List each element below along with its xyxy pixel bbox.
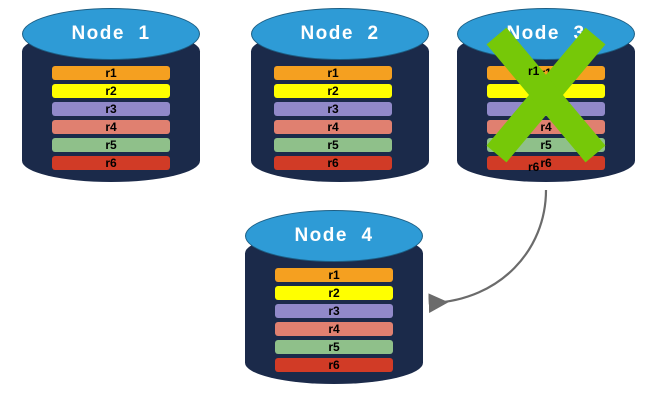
node-4-record-r1[interactable]: r1 <box>275 268 393 282</box>
record-label: r5 <box>327 138 339 152</box>
node-2-title: Node 2 <box>300 23 380 44</box>
node-2-record-r2[interactable]: r2 <box>274 84 392 98</box>
node-1-record-r2[interactable]: r2 <box>52 84 170 98</box>
record-label: r6 <box>105 156 117 170</box>
record-label: r4 <box>327 120 339 134</box>
node-4-record-r3[interactable]: r3 <box>275 304 393 318</box>
node-4-record-r6[interactable]: r6 <box>275 358 393 372</box>
record-label: r3 <box>327 102 339 116</box>
record-label: r3 <box>328 304 340 318</box>
record-label: r5 <box>328 340 340 354</box>
record-label: r1 <box>328 268 340 282</box>
node-1-record-r3[interactable]: r3 <box>52 102 170 116</box>
node-4-record-r4[interactable]: r4 <box>275 322 393 336</box>
record-label: r6 <box>327 156 339 170</box>
record-label: r6 <box>540 156 552 170</box>
record-label: r4 <box>328 322 340 336</box>
record-label: r3 <box>105 102 117 116</box>
record-label: r2 <box>105 84 117 98</box>
node-2-record-r4[interactable]: r4 <box>274 120 392 134</box>
node-2[interactable]: Node 2 r1 r2 r3 r4 r5 r6 <box>251 8 429 182</box>
record-label: r2 <box>327 84 339 98</box>
record-label: r5 <box>105 138 117 152</box>
node-1-title: Node 1 <box>71 23 151 44</box>
node-4-title: Node 4 <box>294 225 374 246</box>
node-1-top-disc <box>22 8 200 60</box>
node-4-record-r2[interactable]: r2 <box>275 286 393 300</box>
arrow-path <box>428 189 548 314</box>
node-4-top-disc <box>245 210 423 262</box>
node-2-record-r5[interactable]: r5 <box>274 138 392 152</box>
record-label: r4 <box>105 120 117 134</box>
record-label: r1 <box>327 66 339 80</box>
x-visible-record-label: r1 <box>528 64 540 78</box>
node-2-top-disc <box>251 8 429 60</box>
node-1-record-r1[interactable]: r1 <box>52 66 170 80</box>
node-1-records: r1 r2 r3 r4 r5 r6 <box>22 8 200 182</box>
record-label: r2 <box>328 286 340 300</box>
node-4[interactable]: Node 4 r1 r2 r3 r4 r5 r6 <box>245 210 423 384</box>
node-1[interactable]: Node 1 r1 r2 r3 r4 r5 r6 <box>22 8 200 182</box>
node-2-record-r1[interactable]: r1 <box>274 66 392 80</box>
node-1-record-r4[interactable]: r4 <box>52 120 170 134</box>
x-visible-record-label: r6 <box>528 160 540 174</box>
node-4-record-r5[interactable]: r5 <box>275 340 393 354</box>
node-1-record-r5[interactable]: r5 <box>52 138 170 152</box>
record-label: r6 <box>328 358 340 372</box>
node-2-records: r1 r2 r3 r4 r5 r6 <box>251 8 429 182</box>
node-4-records: r1 r2 r3 r4 r5 r6 <box>245 210 423 384</box>
record-label: r1 <box>105 66 117 80</box>
node-1-record-r6[interactable]: r6 <box>52 156 170 170</box>
node-2-record-r6[interactable]: r6 <box>274 156 392 170</box>
node-2-record-r3[interactable]: r3 <box>274 102 392 116</box>
